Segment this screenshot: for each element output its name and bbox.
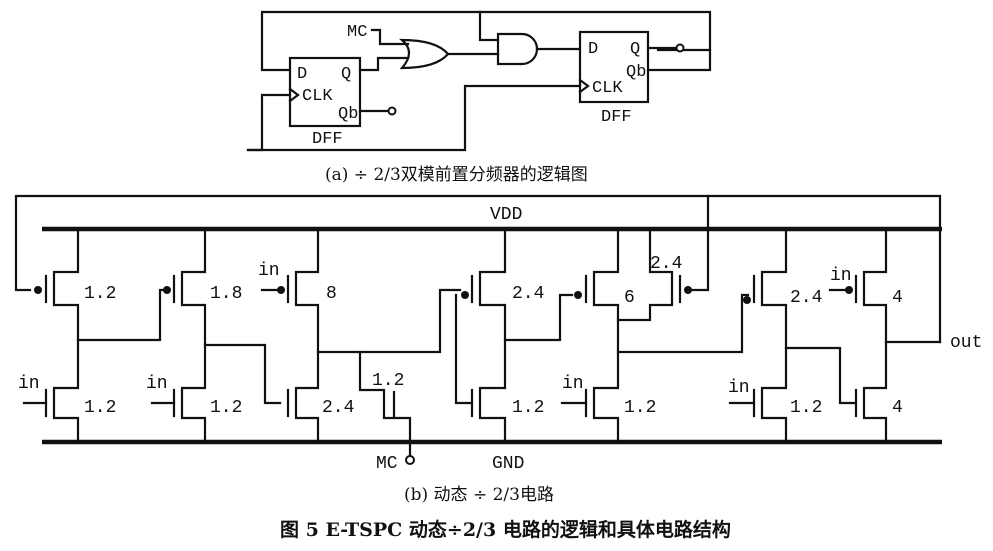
- stage-5: 6 in 1.2 2.4: [560, 194, 750, 444]
- stage-3: in 8 2.4 1.2 MC: [258, 227, 462, 474]
- out-label: out: [950, 333, 982, 353]
- dff1-d: D: [297, 65, 307, 84]
- dff2-qb-wire: [646, 48, 712, 72]
- dff2-q-terminal: [675, 43, 685, 53]
- dff1-name: DFF: [312, 130, 343, 149]
- gnd-label: GND: [492, 454, 524, 474]
- stage2-output: [203, 343, 282, 405]
- mc-terminal: [405, 455, 415, 465]
- output-feedback-wire: [14, 194, 942, 344]
- mc-wire: [370, 28, 410, 46]
- dff2-clock-wire: [246, 84, 582, 152]
- stage3-pmos-bubble: [277, 286, 285, 294]
- stage-6: 2.4 in 1.2: [728, 227, 858, 444]
- mc-label: MC: [376, 454, 398, 474]
- stage4-output: [503, 293, 574, 342]
- dff2-name: DFF: [601, 108, 632, 127]
- stage7-pmos-bubble: [845, 286, 853, 294]
- dff1-qb: Qb: [338, 105, 358, 124]
- stage5-pmos-size: 6: [624, 288, 635, 308]
- stage4-pmos-size: 2.4: [512, 284, 544, 304]
- vdd-label: VDD: [490, 205, 522, 225]
- dff1-clock-marker: [288, 87, 300, 103]
- stage1-pmos-size: 1.2: [84, 284, 116, 304]
- stage5-parallel-pmos-bubble: [684, 286, 692, 294]
- dff1-box: [288, 56, 362, 128]
- stage7-nmos-size: 4: [892, 398, 903, 418]
- dff2-d: D: [588, 40, 598, 59]
- dff1-clk: CLK: [302, 87, 333, 106]
- stage6-nmos-size: 1.2: [790, 398, 822, 418]
- dff1-q-wire: [358, 56, 410, 72]
- stage3-pmos-size: 8: [326, 284, 337, 304]
- transistor-circuit: VDD GND out 1.2 in 1.2 1.8 in 1.2: [14, 194, 982, 505]
- feedback-wire-top: [260, 10, 712, 72]
- and-gate: [496, 32, 539, 66]
- mc-transistor-size: 1.2: [372, 371, 404, 391]
- stage3-column: [294, 227, 320, 444]
- or-gate: [399, 38, 450, 70]
- stage2-pmos-size: 1.8: [210, 284, 242, 304]
- dff1-qb-terminal: [387, 106, 397, 116]
- stage-4: 2.4 1.2: [454, 227, 574, 444]
- stage7-pmos-size: 4: [892, 288, 903, 308]
- stage5-pmos-bubble: [574, 291, 582, 299]
- stage1-nmos-size: 1.2: [84, 398, 116, 418]
- stage5-nmos-size: 1.2: [624, 398, 656, 418]
- stage1-pmos-bubble: [34, 286, 42, 294]
- dff2-qb: Qb: [626, 63, 646, 82]
- logic-diagram: MC D Q CLK Qb DFF D Q CLK Qb DFF: [246, 10, 712, 185]
- circuit-caption: (b) 动态 ÷ 2/3电路: [404, 485, 554, 505]
- stage6-pmos-size: 2.4: [790, 288, 822, 308]
- stage2-nmos-in: in: [146, 374, 168, 394]
- stage-1: 1.2 in 1.2: [18, 227, 168, 444]
- stage6-column: [760, 227, 788, 444]
- stage3-output: [358, 288, 462, 354]
- dff2-box: [578, 30, 650, 104]
- stage5-nmos-in: in: [562, 374, 584, 394]
- stage2-nmos-size: 1.2: [210, 398, 242, 418]
- figure-caption: 图 5 E-TSPC 动态÷2/3 电路的逻辑和具体电路结构: [280, 518, 731, 541]
- dff1-q: Q: [341, 65, 351, 84]
- stage5-output: [616, 293, 750, 354]
- stage7-pmos-in: in: [830, 266, 852, 286]
- stage1-nmos-in: in: [18, 374, 40, 394]
- stage7-column: [862, 227, 888, 444]
- dff1-clock-wire: [246, 93, 292, 152]
- stage2-column: [180, 227, 207, 444]
- stage6-pmos-bubble: [743, 296, 751, 304]
- stage4-nmos-input: [454, 293, 474, 405]
- stage5-parallel-pmos: [616, 227, 674, 322]
- stage3-nmos-size: 2.4: [322, 398, 354, 418]
- stage4-nmos-size: 1.2: [512, 398, 544, 418]
- stage-2: 1.8 in 1.2: [146, 227, 282, 444]
- mc-label: MC: [347, 23, 367, 42]
- stage5-parallel-pmos-size: 2.4: [650, 254, 682, 274]
- stage4-pmos-bubble: [461, 291, 469, 299]
- stage1-column: [52, 227, 80, 444]
- stage4-column: [478, 227, 507, 444]
- stage2-pmos-bubble: [163, 286, 171, 294]
- stage6-nmos-in: in: [728, 378, 750, 398]
- dff2-clock-marker: [578, 78, 590, 94]
- stage-7: in 4 4: [828, 227, 942, 444]
- dff2-clk: CLK: [592, 79, 623, 98]
- and-input-feedback: [478, 10, 500, 42]
- stage5-column: [592, 227, 620, 444]
- stage6-output: [784, 346, 858, 405]
- logic-caption: (a) ÷ 2/3双模前置分频器的逻辑图: [325, 165, 588, 185]
- stage5-parallel-gate-wire: [690, 194, 710, 292]
- dff2-q: Q: [630, 40, 640, 59]
- stage3-pmos-in: in: [258, 261, 280, 281]
